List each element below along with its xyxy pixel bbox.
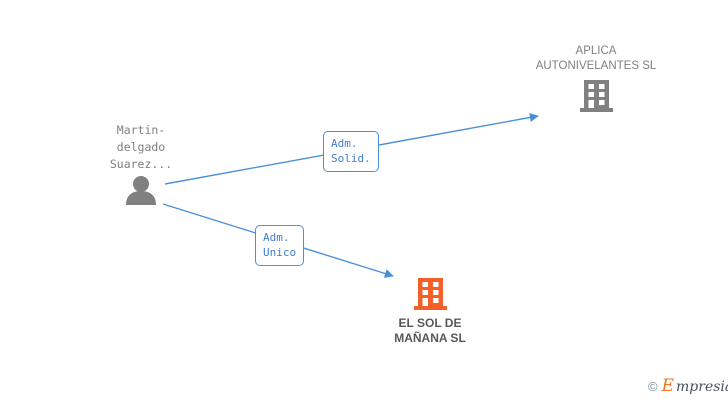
building-icon [498, 80, 694, 112]
node-company-el-sol-de-manana-label: EL SOL DE MAÑANA SL [394, 316, 466, 345]
node-company-el-sol-de-manana[interactable]: EL SOL DE MAÑANA SL [352, 278, 508, 346]
edge-label-adm-solid[interactable]: Adm. Solid. [323, 131, 379, 172]
node-company-aplica[interactable]: APLICA AUTONIVELANTES SL [498, 44, 694, 112]
brand-name: mpresia [676, 379, 728, 395]
building-icon [352, 278, 508, 310]
brand-initial: E [661, 376, 675, 396]
node-company-aplica-label: APLICA AUTONIVELANTES SL [535, 45, 657, 72]
node-person[interactable]: Martin- delgado Suarez... [95, 122, 187, 205]
person-icon [95, 175, 187, 205]
node-person-label: Martin- delgado Suarez... [109, 123, 173, 171]
copyright-symbol: © [648, 379, 658, 394]
watermark-empresia: © E mpresia [648, 378, 728, 395]
edge-label-adm-unico[interactable]: Adm. Unico [255, 225, 305, 266]
